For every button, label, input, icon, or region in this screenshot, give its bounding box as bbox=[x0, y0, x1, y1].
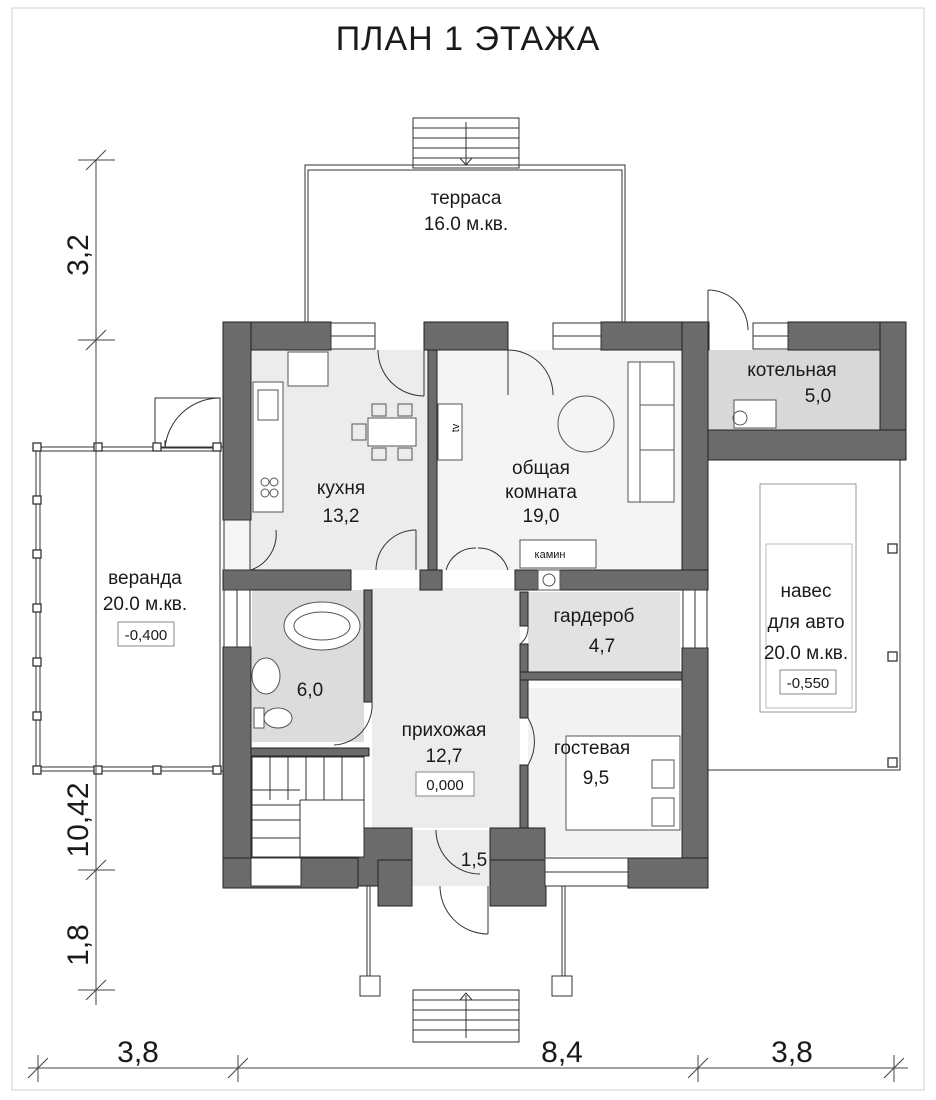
carport-name-line2: для авто bbox=[767, 612, 844, 633]
vestibule-area: 1,5 bbox=[461, 850, 487, 871]
windows bbox=[223, 322, 789, 887]
terrace-name: терраса bbox=[431, 188, 502, 209]
boiler-area: 5,0 bbox=[805, 386, 831, 407]
dim-bottom-2: 8,4 bbox=[541, 1036, 583, 1069]
dim-left-3: 1,8 bbox=[62, 924, 95, 966]
living-area: 19,0 bbox=[523, 506, 560, 527]
carport bbox=[708, 459, 901, 771]
dim-bottom-1: 3,8 bbox=[117, 1036, 159, 1069]
veranda-level: -0,400 bbox=[125, 627, 168, 644]
veranda-name: веранда bbox=[108, 568, 182, 589]
dimension-lines bbox=[27, 149, 908, 1082]
carport-posts bbox=[887, 543, 898, 768]
hall-level-box bbox=[415, 771, 475, 797]
dim-left-2: 10,42 bbox=[62, 782, 95, 857]
plan-title: ПЛАН 1 ЭТАЖА bbox=[336, 20, 601, 58]
hall-name: прихожая bbox=[402, 720, 487, 741]
porch bbox=[359, 886, 573, 1043]
page-frame bbox=[11, 7, 925, 1091]
carport-name-line1: навес bbox=[780, 581, 831, 602]
bathroom-area: 6,0 bbox=[297, 680, 323, 701]
staircase bbox=[251, 756, 365, 858]
tv-label: tv bbox=[450, 423, 462, 432]
carport-level-box bbox=[779, 669, 837, 695]
veranda-posts bbox=[32, 442, 222, 775]
hall-level: 0,000 bbox=[426, 777, 464, 794]
carport-level: -0,550 bbox=[787, 675, 830, 692]
veranda-level-box bbox=[117, 621, 175, 647]
carport-area: 20.0 м.кв. bbox=[764, 643, 848, 664]
kitchen-area: 13,2 bbox=[323, 506, 360, 527]
wardrobe-area: 4,7 bbox=[589, 636, 615, 657]
living-name-line1: общая bbox=[512, 458, 570, 479]
guest-area: 9,5 bbox=[583, 768, 609, 789]
vestibule-floor bbox=[412, 830, 490, 886]
wardrobe-name: гардероб bbox=[554, 606, 635, 627]
veranda-area: 20.0 м.кв. bbox=[103, 594, 187, 615]
furniture bbox=[251, 351, 777, 831]
boiler-name: котельная bbox=[747, 360, 836, 381]
living-name-line2: комната bbox=[505, 482, 577, 503]
kitchen-name: кухня bbox=[317, 478, 365, 499]
terrace bbox=[304, 117, 626, 322]
wardrobe-floor bbox=[528, 592, 680, 672]
terrace-area: 16.0 м.кв. bbox=[424, 214, 508, 235]
fireplace-label: камин bbox=[535, 549, 566, 561]
dim-bottom-3: 3,8 bbox=[771, 1036, 813, 1069]
hall-area: 12,7 bbox=[426, 746, 463, 767]
doors bbox=[250, 289, 749, 935]
guest-name: гостевая bbox=[554, 738, 630, 759]
dim-left-1: 3,2 bbox=[62, 234, 95, 276]
